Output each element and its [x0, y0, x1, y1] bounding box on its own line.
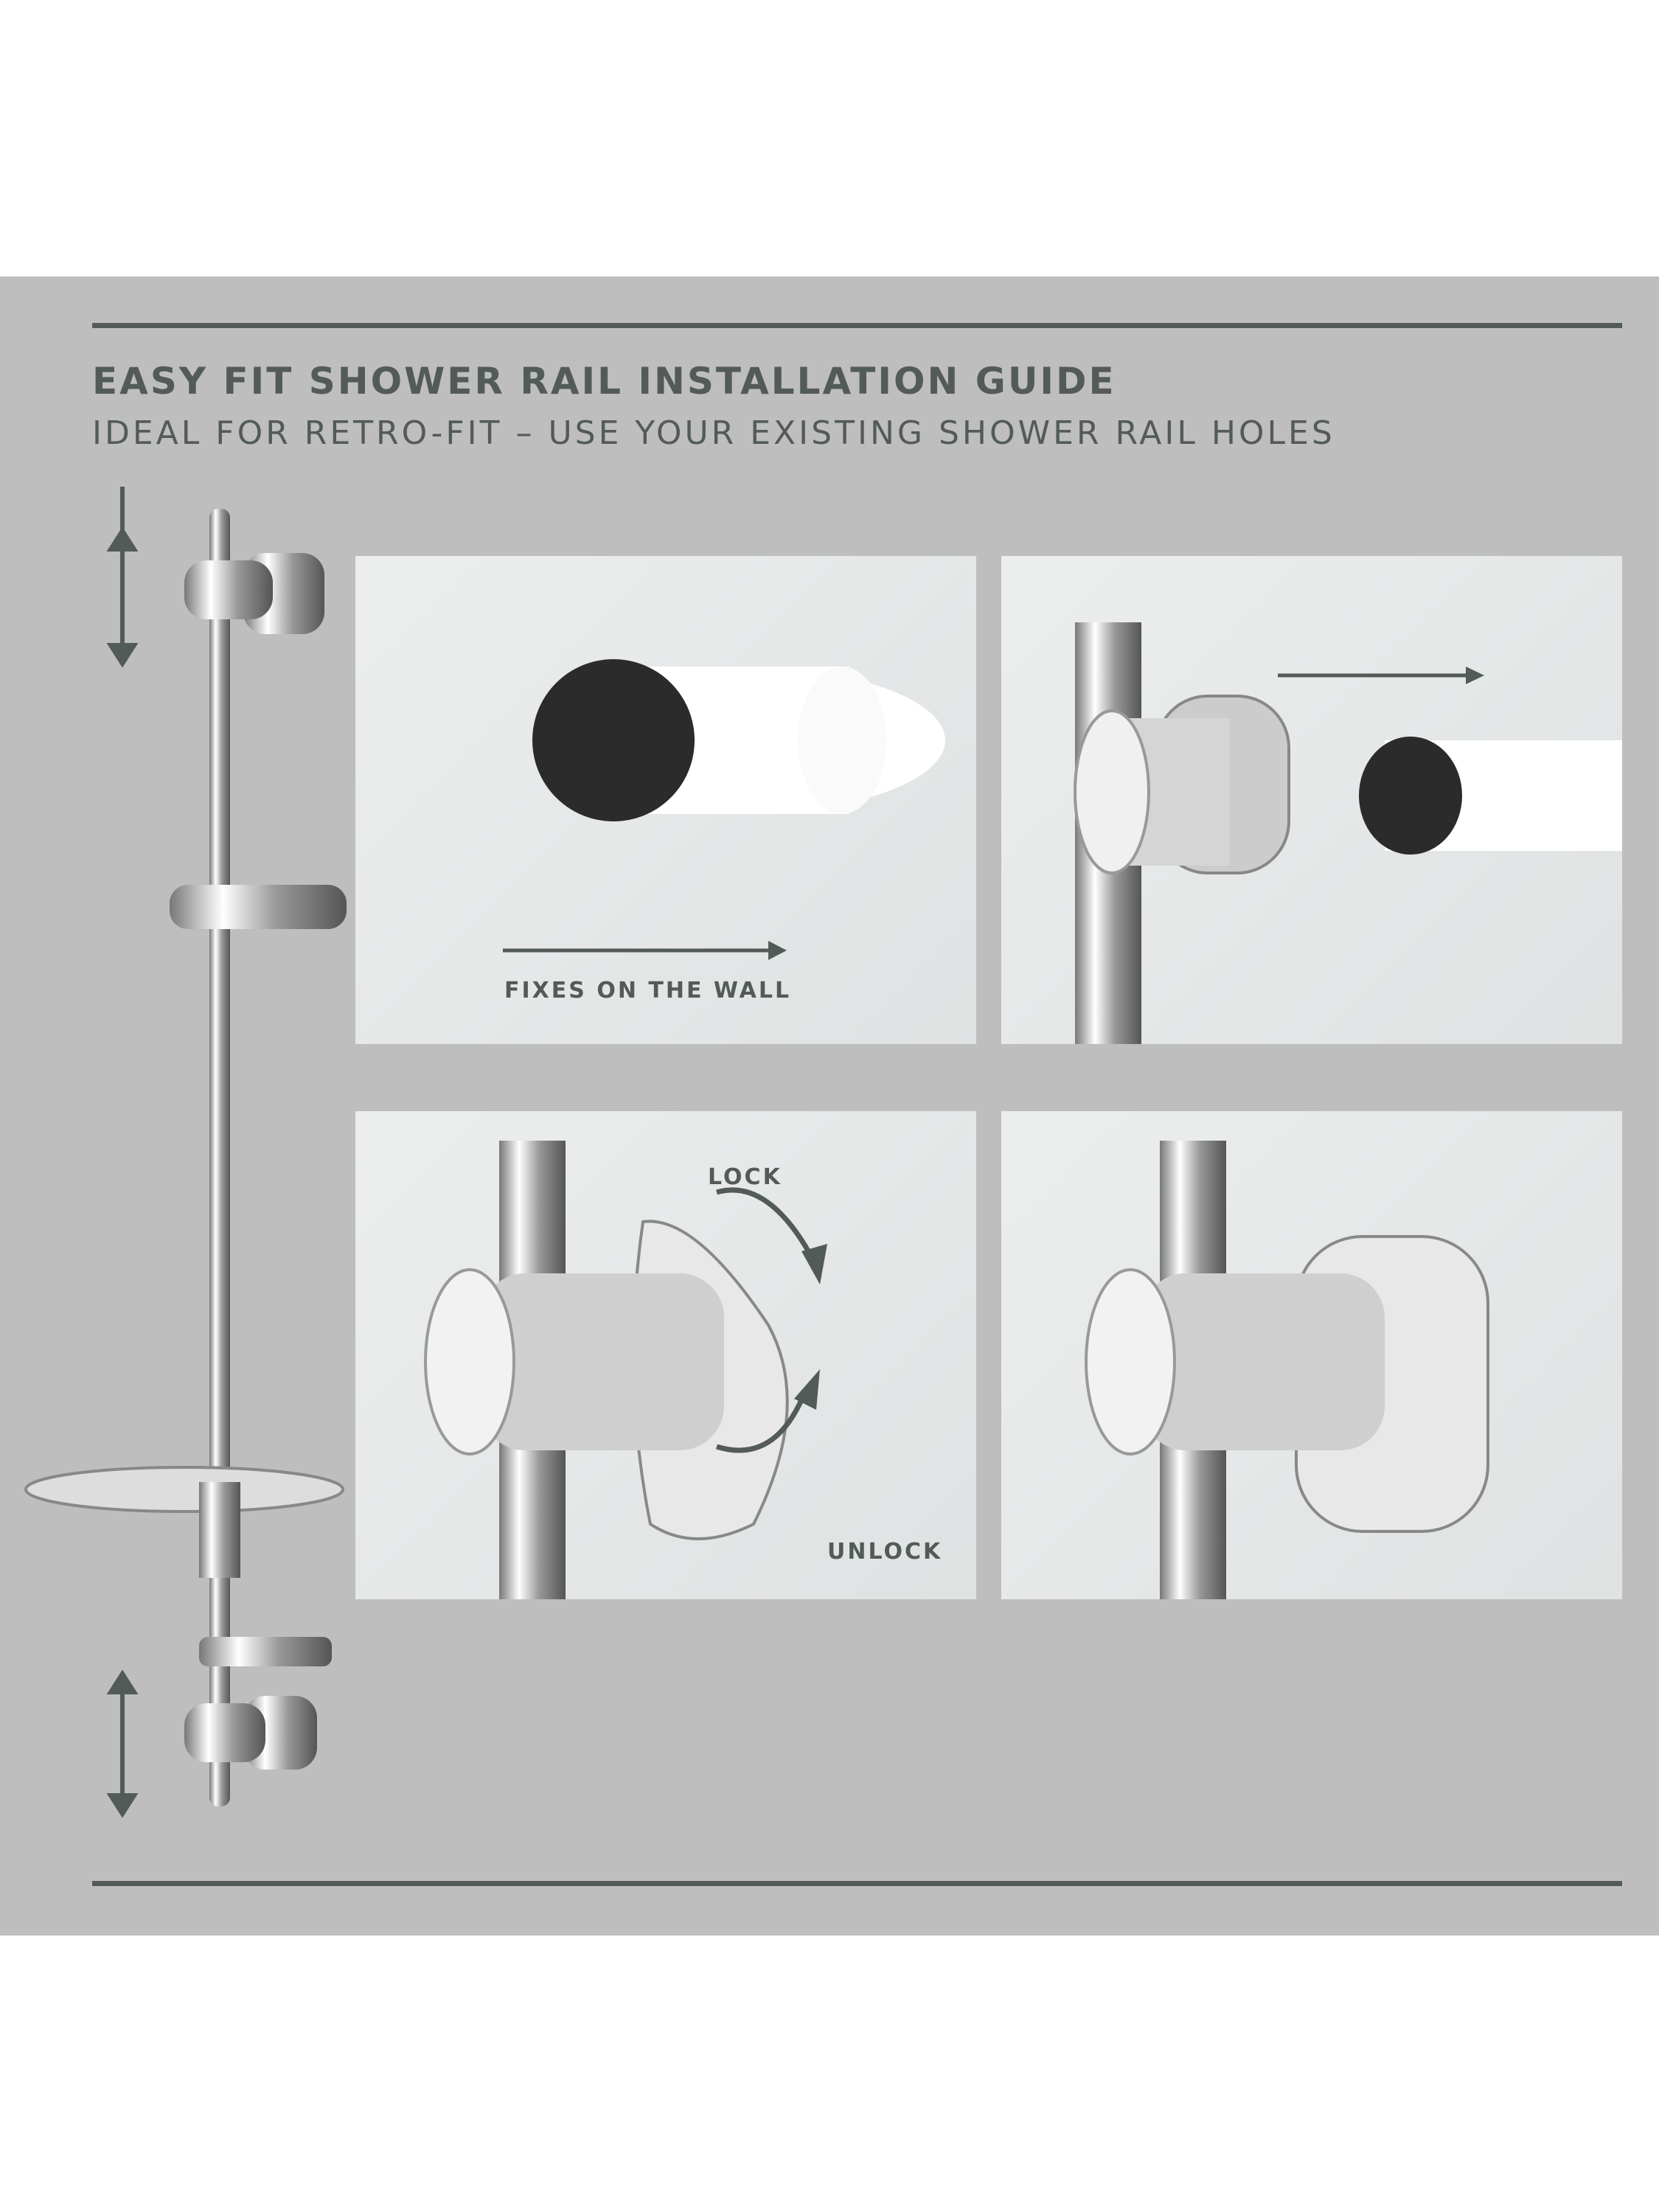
lock-label: LOCK	[708, 1164, 782, 1190]
right-arrow-icon	[1278, 667, 1484, 684]
step-attach-bracket-panel	[1001, 556, 1622, 1044]
bottom-divider	[92, 1881, 1622, 1886]
unlock-arrow-icon	[715, 1369, 820, 1453]
step-locked-panel	[1001, 1111, 1622, 1599]
step-fixes-on-wall-panel: FIXES ON THE WALL	[355, 556, 976, 1044]
fixes-on-wall-label: FIXES ON THE WALL	[504, 978, 792, 1004]
up-down-arrow-icon	[106, 1669, 139, 1818]
page-title: EASY FIT SHOWER RAIL INSTALLATION GUIDE	[92, 360, 1116, 403]
lock-arrow-icon	[716, 1187, 827, 1284]
top-divider	[92, 323, 1622, 328]
unlock-label: UNLOCK	[827, 1539, 943, 1565]
up-down-arrow-icon	[106, 487, 139, 668]
page-subtitle: IDEAL FOR RETRO-FIT – USE YOUR EXISTING …	[92, 414, 1335, 452]
shower-rail-illustration	[24, 487, 347, 1818]
right-arrow-icon	[503, 941, 787, 960]
step-lock-unlock-panel: LOCK UNLOCK	[355, 1111, 976, 1599]
